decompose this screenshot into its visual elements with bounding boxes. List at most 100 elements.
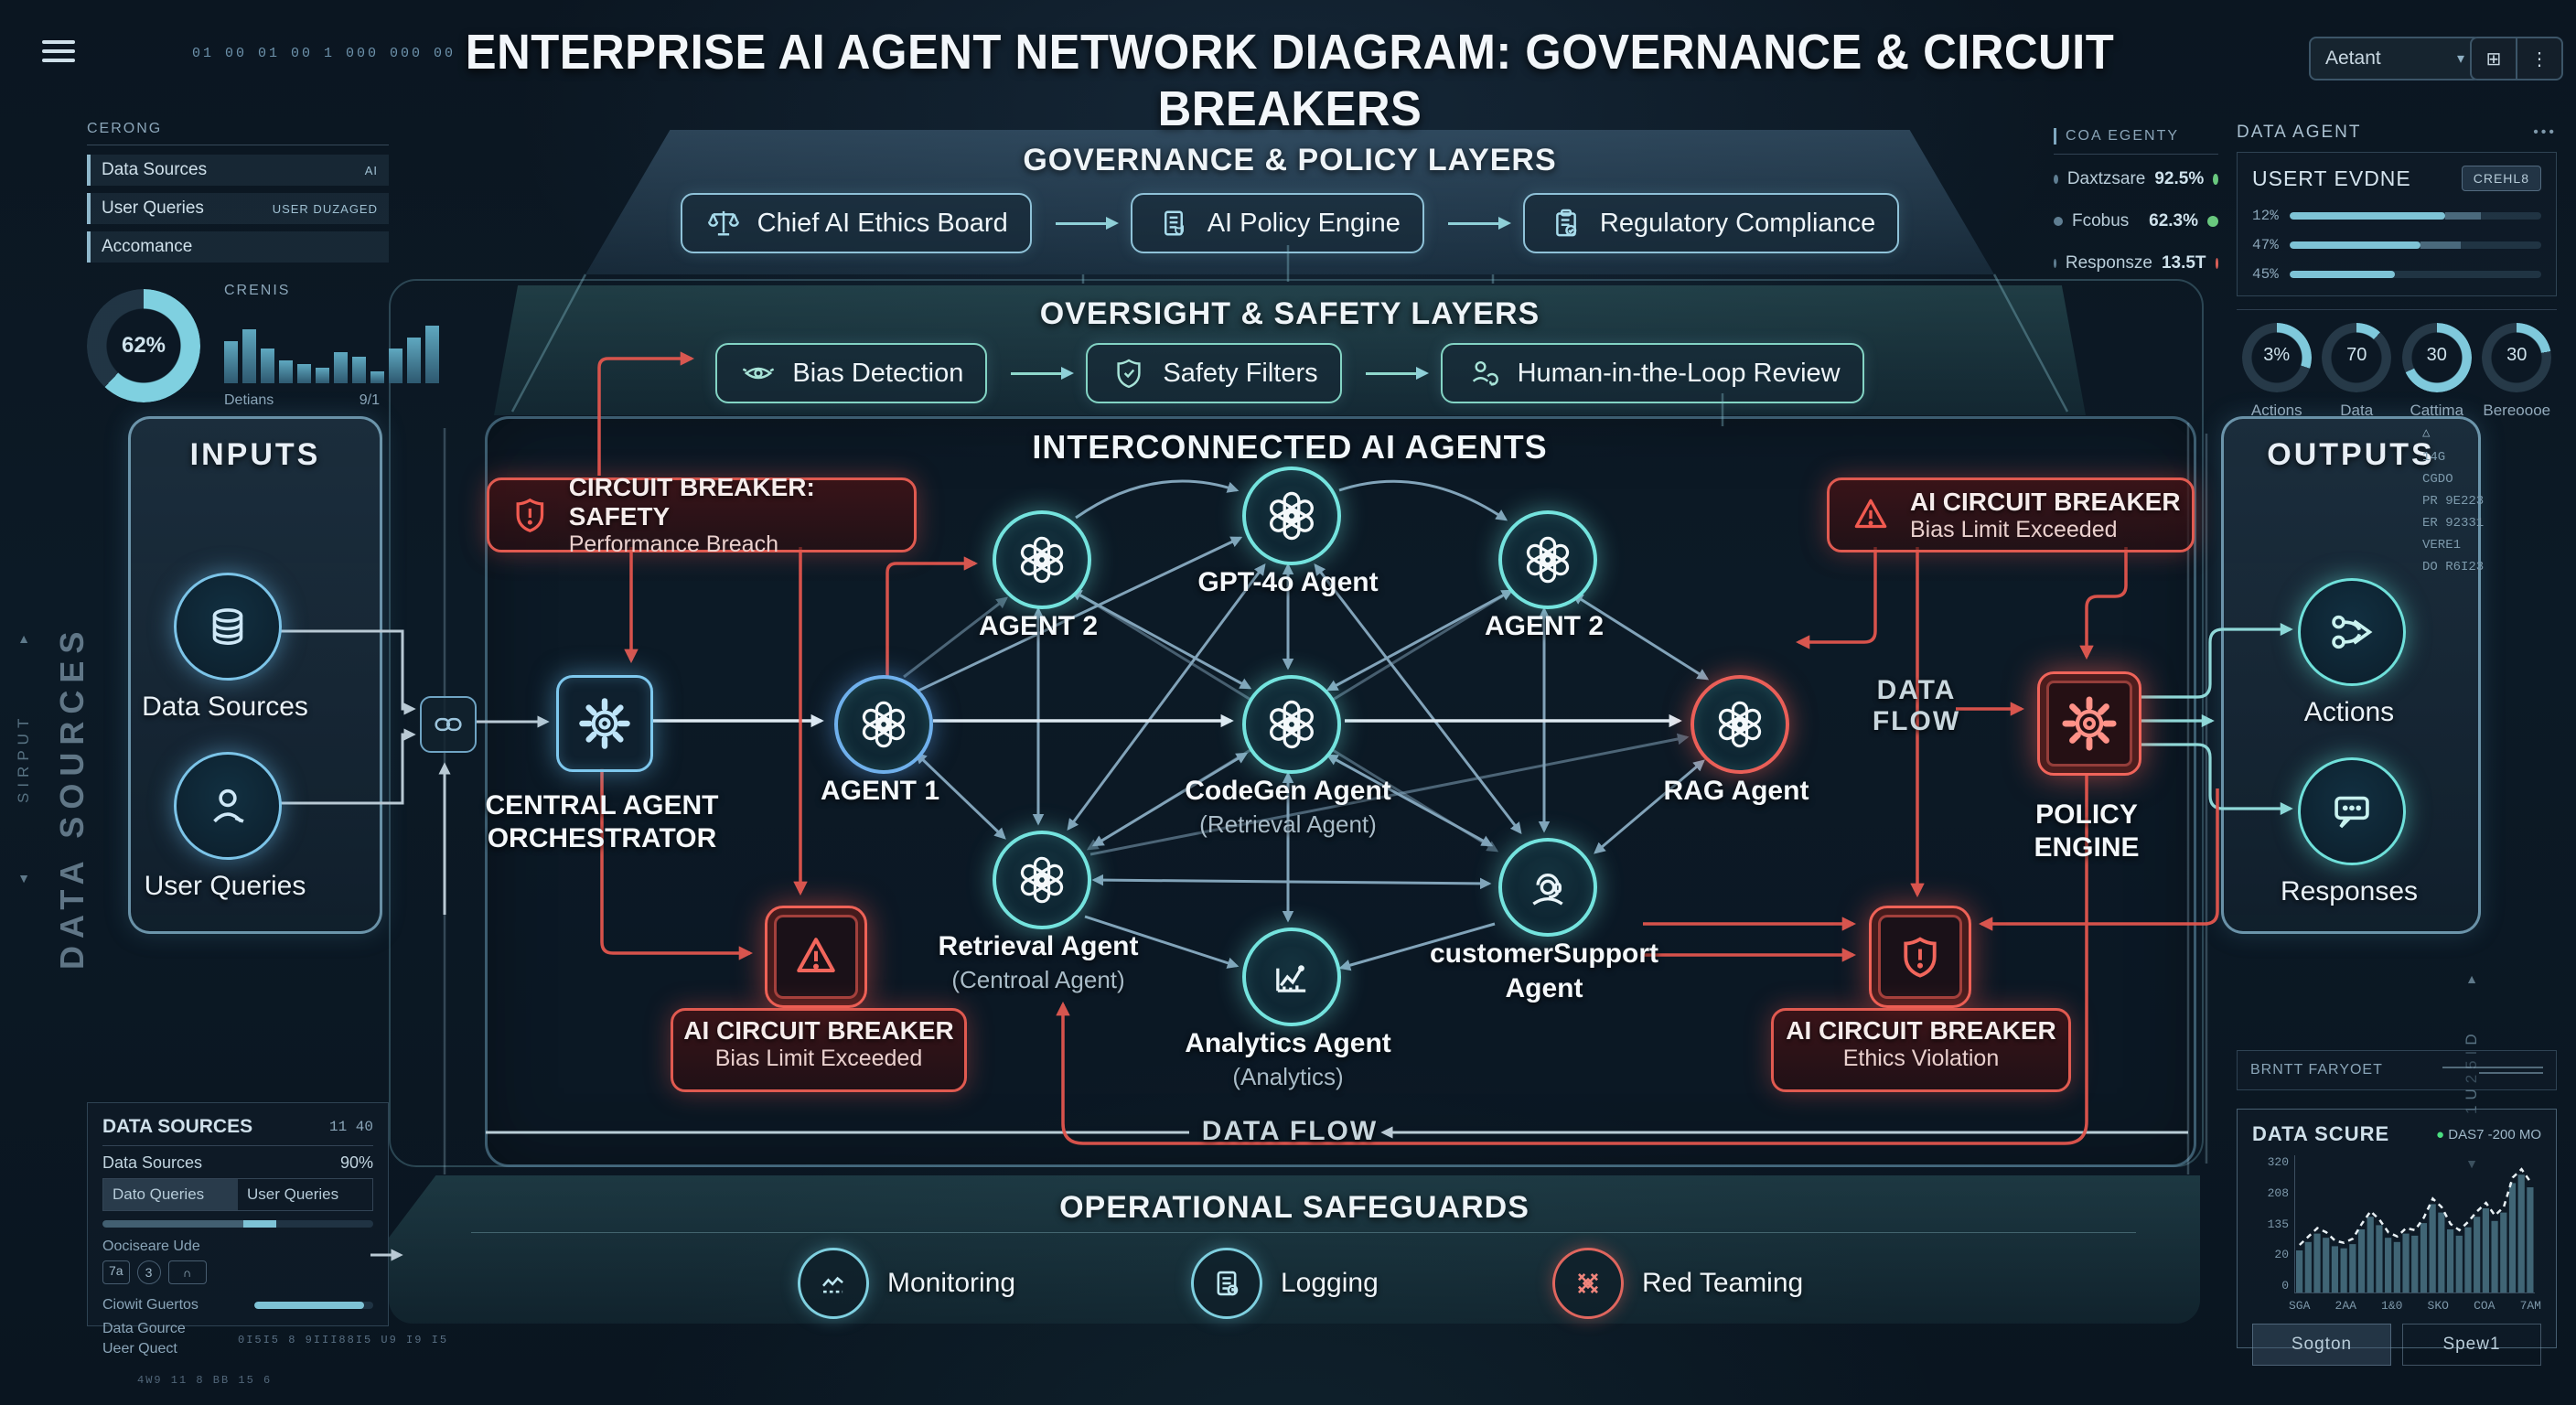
responses-node — [2298, 757, 2406, 865]
tab-user-queries[interactable]: User Queries — [247, 1185, 339, 1203]
circuit-breaker-subtitle: Performance Breach — [568, 531, 778, 557]
openai-logo-icon — [1265, 489, 1318, 542]
circuit-breaker-ethics-box: AI CIRCUIT BREAKER Ethics Violation — [1771, 1008, 2071, 1092]
policy-engine-label-line2: ENGINE — [2034, 832, 2140, 863]
gear-icon — [576, 695, 633, 752]
network-title: INTERCONNECTED AI AGENTS — [1032, 428, 1548, 466]
orchestrator-label-line2: ORCHESTRATOR — [487, 823, 717, 853]
agent-label: RAG Agent — [1663, 776, 1809, 806]
header-ticker: 01 00 01 00 1 000 000 00 — [192, 46, 456, 61]
node-ai-policy-engine: AI Policy Engine — [1130, 193, 1424, 253]
hamburger-menu-icon[interactable] — [42, 35, 75, 68]
panel-header: COA EGENTY — [2054, 128, 2218, 145]
gear-icon — [2059, 693, 2120, 754]
analytics-chart-icon — [1266, 951, 1317, 1003]
row-label: Data Gource — [102, 1321, 186, 1336]
left-data-sources-panel: DATA SOURCES 11 40 Data Sources 90% Dato… — [87, 1102, 389, 1357]
panel-header: DATA SOURCES — [102, 1116, 253, 1137]
kebab-dots-icon[interactable]: ••• — [2533, 124, 2557, 140]
page-title: ENTERPRISE AI AGENT NETWORK DIAGRAM: GOV… — [465, 25, 2115, 136]
connector-node — [420, 696, 477, 753]
row-value: 90% — [339, 1153, 373, 1172]
openai-logo-icon — [1265, 698, 1318, 751]
scales-icon — [704, 204, 743, 242]
right-data-agent-panel: DATA AGENT ••• USERT EVDNE CREHL8 12% 47… — [2237, 123, 2557, 420]
row-label: Accomance — [102, 237, 193, 256]
chart-legend: ● DAS7 -200 MO — [2436, 1126, 2541, 1142]
agent-dropdown[interactable]: Aetant ▾ — [2309, 37, 2481, 80]
shield-alert-icon — [1894, 930, 1947, 983]
database-icon — [201, 600, 254, 653]
arrow-right-icon — [1365, 366, 1429, 380]
panel-row: User Queries USER DUZAGED — [87, 193, 389, 224]
footer-left-text: 0I5I5 8 9III88I5 U9 I9 I5 — [238, 1334, 449, 1346]
panel-header-values: 11 40 — [328, 1119, 373, 1135]
arrow-right-icon — [1447, 216, 1511, 230]
progress-bar — [102, 1220, 373, 1228]
status-dot — [2207, 216, 2218, 227]
agent-node-customer-support — [1498, 838, 1597, 937]
metric-row: Fcobus 62.3% — [2054, 211, 2218, 231]
agent-label: GPT-4o Agent — [1197, 567, 1379, 597]
mini-header: BRNTT FARYOET — [2250, 1062, 2383, 1078]
safeguard-logging: Logging — [1191, 1248, 1379, 1319]
right-metrics-panel: COA EGENTY Daxtzsare 92.5% Fcobus 62.3% … — [2054, 128, 2218, 273]
row-value: AI — [364, 163, 378, 177]
agent-node-gpt4o — [1242, 467, 1341, 565]
openai-logo-icon — [858, 699, 909, 750]
agent-sublabel: (Analytics) — [1232, 1063, 1344, 1090]
mini-bar-chart — [224, 306, 439, 383]
agent-node-agent1 — [834, 675, 933, 774]
safeguard-label: Logging — [1281, 1268, 1379, 1298]
card-title: USERT EVDNE — [2252, 166, 2411, 190]
card-button[interactable]: CREHL8 — [2461, 166, 2541, 191]
chart-button-spew1[interactable]: Spew1 — [2402, 1324, 2541, 1366]
headset-support-icon — [1521, 861, 1574, 914]
safeguard-label: Monitoring — [887, 1268, 1016, 1298]
node-human-in-the-loop-review: Human-in-the-Loop Review — [1440, 343, 1864, 403]
row-label: Data Sources — [102, 1153, 203, 1172]
circuit-breaker-title: AI CIRCUIT BREAKER — [1910, 487, 2181, 516]
tab-dato-queries[interactable]: Dato Queries — [103, 1179, 238, 1210]
circuit-breaker-bias-node — [765, 906, 867, 1008]
safeguards-title: OPERATIONAL SAFEGUARDS — [1059, 1190, 1530, 1225]
chart-button-sogton[interactable]: Sogton — [2252, 1324, 2391, 1366]
agent-node-agent2-left — [993, 510, 1091, 609]
circuit-breaker-subtitle: Bias Limit Exceeded — [714, 1046, 923, 1071]
slider-lines-icon[interactable] — [2442, 1063, 2543, 1078]
mini-chart-title: CRENIS — [224, 283, 291, 298]
agent-label: Analytics Agent — [1185, 1028, 1391, 1058]
panel-header: DATA AGENT — [2237, 123, 2362, 142]
metric-row: Responsze 13.5T — [2054, 253, 2218, 273]
governance-title: GOVERNANCE & POLICY LAYERS — [1023, 143, 1557, 177]
red-teaming-icon — [1552, 1248, 1624, 1319]
openai-logo-icon — [1522, 534, 1573, 585]
mini-chart-footer-value: 9/1 — [359, 392, 380, 408]
link-icon — [430, 706, 467, 743]
grid-view-button[interactable]: ⊞ — [2472, 38, 2517, 79]
right-mini-header-bar: BRNTT FARYOET — [2237, 1050, 2557, 1090]
agent-label: customerSupport — [1429, 938, 1659, 969]
outputs-title: OUTPUTS — [2267, 437, 2435, 472]
node-regulatory-compliance: Regulatory Compliance — [1522, 193, 1900, 253]
data-flow-label-right: DATA FLOW — [1872, 675, 1961, 736]
clock-icon: 3 — [136, 1260, 161, 1284]
right-data-block: △ 14G CGDO PR 9E223 ER 92331 VERE1 DO R6… — [2422, 426, 2485, 574]
footer-mid-text: 4W9 11 8 BB 15 6 — [137, 1374, 273, 1387]
logging-icon — [1191, 1248, 1262, 1319]
chart-title: DATA SCURE — [2252, 1122, 2390, 1145]
queries-tabs: Dato Queries User Queries — [102, 1178, 373, 1211]
more-options-button[interactable]: ⋮ — [2530, 48, 2549, 70]
node-label: Chief AI Ethics Board — [757, 208, 1008, 238]
circuit-breaker-title: AI CIRCUIT BREAKER — [683, 1016, 954, 1045]
header-button-group: ⊞ ⋮ — [2470, 37, 2563, 80]
agent-node-agent2-right — [1498, 510, 1597, 609]
arrow-right-icon — [1011, 366, 1075, 380]
orchestrator-label-line1: CENTRAL AGENT — [485, 790, 719, 820]
left-dashboard-panel: CERONG Data Sources AI User Queries USER… — [87, 121, 439, 409]
policy-document-icon — [1154, 204, 1193, 242]
row-label: Ueer Quect — [102, 1341, 177, 1357]
shield-alert-icon — [508, 492, 553, 538]
